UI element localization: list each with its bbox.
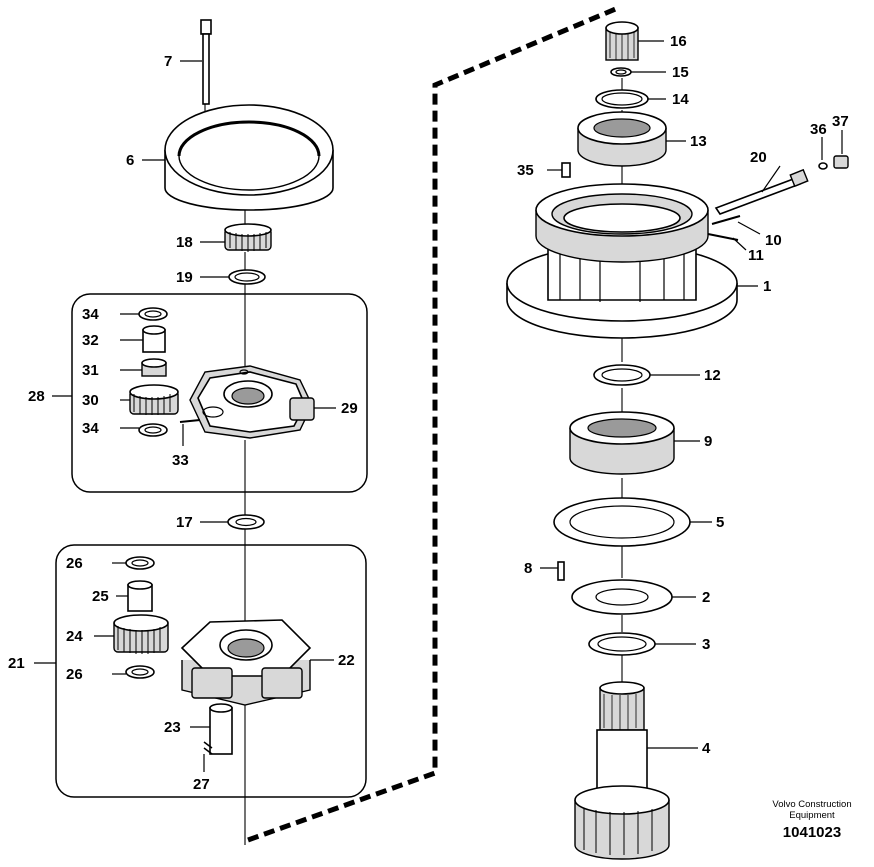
- washer-part-17: [227, 514, 265, 530]
- label-part-10: 10: [765, 232, 782, 249]
- gear-part-18: [224, 223, 272, 252]
- leader-lines: [34, 40, 843, 772]
- planet-carrier-part-22: [180, 619, 312, 706]
- label-part-25: 25: [92, 588, 109, 605]
- ring-housing-part-6: [164, 104, 334, 211]
- pinion-shaft-part-4: [574, 681, 670, 860]
- label-part-17: 17: [176, 514, 193, 531]
- washer-part-34-upper: [138, 307, 168, 321]
- label-part-13: 13: [690, 133, 707, 150]
- label-part-1: 1: [763, 278, 771, 295]
- company-name-line1: Volvo Construction: [772, 799, 851, 810]
- washer-part-34-lower: [138, 423, 168, 437]
- label-part-2: 2: [702, 589, 710, 606]
- label-part-16: 16: [670, 33, 687, 50]
- flange-part-5: [553, 497, 691, 547]
- bearing-part-31: [141, 358, 167, 377]
- bushing-part-32: [142, 325, 166, 353]
- label-part-9: 9: [704, 433, 712, 450]
- label-part-8: 8: [524, 560, 532, 577]
- label-part-7: 7: [164, 53, 172, 70]
- pipe-part-10: [711, 215, 741, 225]
- subassembly-frame-28: [71, 293, 368, 493]
- pin-part-23: [209, 703, 233, 755]
- label-part-14: 14: [672, 91, 689, 108]
- label-part-31: 31: [82, 362, 99, 379]
- bearing-part-13: [577, 111, 667, 167]
- label-part-28: 28: [28, 388, 45, 405]
- label-part-4: 4: [702, 740, 711, 757]
- label-part-6: 6: [126, 152, 134, 169]
- plug-part-35: [561, 162, 571, 178]
- label-part-26-upper: 26: [66, 555, 83, 572]
- planet-gear-part-24: [113, 614, 169, 654]
- bolt-part-8: [557, 561, 565, 581]
- housing-part-1: [506, 183, 738, 339]
- label-part-33: 33: [172, 452, 189, 469]
- label-part-34-upper: 34: [82, 306, 99, 323]
- label-part-15: 15: [672, 64, 689, 81]
- fitting-part-37: [833, 155, 849, 169]
- label-part-11: 11: [748, 247, 764, 264]
- label-part-30: 30: [82, 392, 99, 409]
- washer-part-26-upper: [125, 556, 155, 570]
- label-part-23: 23: [164, 719, 181, 736]
- washer-part-15: [610, 67, 632, 77]
- bushing-part-25: [127, 580, 153, 612]
- footer-block: Volvo Construction Equipment 1041023: [772, 799, 851, 841]
- label-part-36: 36: [810, 121, 827, 138]
- label-part-32: 32: [82, 332, 99, 349]
- label-part-19: 19: [176, 269, 193, 286]
- pipe-part-11: [707, 233, 739, 241]
- label-part-34-lower: 34: [82, 420, 99, 437]
- cap-part-16: [605, 21, 639, 61]
- planet-carrier-part-29: [189, 365, 315, 439]
- label-part-35: 35: [517, 162, 534, 179]
- label-part-29: 29: [341, 400, 358, 417]
- part-labels: 7 6 18 19 34 32 31 30 34 28 33 29 17 26 …: [8, 33, 849, 793]
- seal-part-3: [588, 632, 656, 656]
- label-part-37: 37: [832, 113, 849, 130]
- drawing-number: 1041023: [783, 824, 841, 841]
- label-part-22: 22: [338, 652, 355, 669]
- washer-part-36: [818, 162, 828, 170]
- label-part-26-lower: 26: [66, 666, 83, 683]
- subassembly-frame-21: [55, 544, 367, 798]
- company-name-line2: Equipment: [789, 810, 835, 821]
- cover-part-2: [571, 579, 673, 615]
- label-part-24: 24: [66, 628, 83, 645]
- label-part-3: 3: [702, 636, 710, 653]
- washer-part-26-lower: [125, 665, 155, 679]
- label-part-27: 27: [193, 776, 210, 793]
- label-part-5: 5: [716, 514, 724, 531]
- bolt-part-7: [200, 19, 212, 105]
- bearing-part-9: [569, 411, 675, 475]
- label-part-21: 21: [8, 655, 25, 672]
- planet-gear-part-30: [129, 384, 179, 415]
- shaft-part-20: [714, 168, 809, 215]
- label-part-18: 18: [176, 234, 193, 251]
- pin-part-33: [179, 419, 201, 423]
- spring-pin-part-27: [203, 741, 213, 755]
- label-part-12: 12: [704, 367, 721, 384]
- label-part-20: 20: [750, 149, 767, 166]
